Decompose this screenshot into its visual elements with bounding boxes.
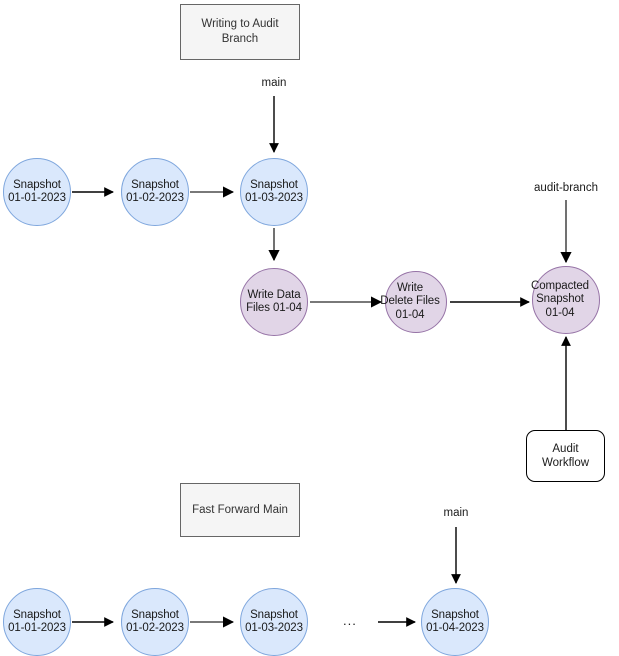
ellipsis-separator: ... <box>343 613 357 628</box>
process-box-label: Audit Workflow <box>541 443 590 469</box>
title-box-label: Fast Forward Main <box>192 503 288 516</box>
title-box-writing-to-audit-branch: Writing to Audit Branch <box>180 4 300 60</box>
branch-label-audit-branch: audit-branch <box>516 182 616 195</box>
node-label: Write Delete Files 01-04 <box>380 281 440 321</box>
node-snapshot-01-03-2023-bottom[interactable]: Snapshot 01-03-2023 <box>240 588 308 656</box>
node-snapshot-01-04-2023-bottom[interactable]: Snapshot 01-04-2023 <box>421 588 489 656</box>
node-write-data-files-01-04[interactable]: Write Data Files 01-04 <box>240 268 308 336</box>
node-snapshot-01-02-2023-top[interactable]: Snapshot 01-02-2023 <box>121 158 189 226</box>
ellipsis-text: ... <box>343 613 357 628</box>
node-snapshot-01-02-2023-bottom[interactable]: Snapshot 01-02-2023 <box>121 588 189 656</box>
branch-label-main-bottom: main <box>416 507 496 520</box>
node-snapshot-01-03-2023-top[interactable]: Snapshot 01-03-2023 <box>240 158 308 226</box>
node-snapshot-01-01-2023-top[interactable]: Snapshot 01-01-2023 <box>3 158 71 226</box>
node-write-delete-files-01-04[interactable]: Write Delete Files 01-04 <box>380 271 447 333</box>
node-compacted-snapshot-01-04[interactable]: Compacted Snapshot 01-04 <box>531 266 600 334</box>
node-label: Snapshot 01-03-2023 <box>245 608 303 635</box>
branch-label-text: main <box>443 507 469 519</box>
node-label: Snapshot 01-01-2023 <box>8 608 66 635</box>
node-label: Snapshot 01-02-2023 <box>126 178 184 205</box>
node-label: Snapshot 01-02-2023 <box>126 608 184 635</box>
branch-label-text: main <box>261 77 287 89</box>
node-label: Snapshot 01-04-2023 <box>426 608 484 635</box>
title-box-label: Writing to Audit Branch <box>201 18 279 45</box>
node-label: Compacted Snapshot 01-04 <box>531 279 589 319</box>
title-box-fast-forward-main: Fast Forward Main <box>180 483 300 537</box>
branch-label-text: audit-branch <box>534 182 598 194</box>
branch-label-main-top: main <box>234 77 314 90</box>
node-label: Snapshot 01-01-2023 <box>8 178 66 205</box>
process-box-audit-workflow[interactable]: Audit Workflow <box>526 430 605 482</box>
node-label: Write Data Files 01-04 <box>246 288 302 315</box>
node-label: Snapshot 01-03-2023 <box>245 178 303 205</box>
node-snapshot-01-01-2023-bottom[interactable]: Snapshot 01-01-2023 <box>3 588 71 656</box>
